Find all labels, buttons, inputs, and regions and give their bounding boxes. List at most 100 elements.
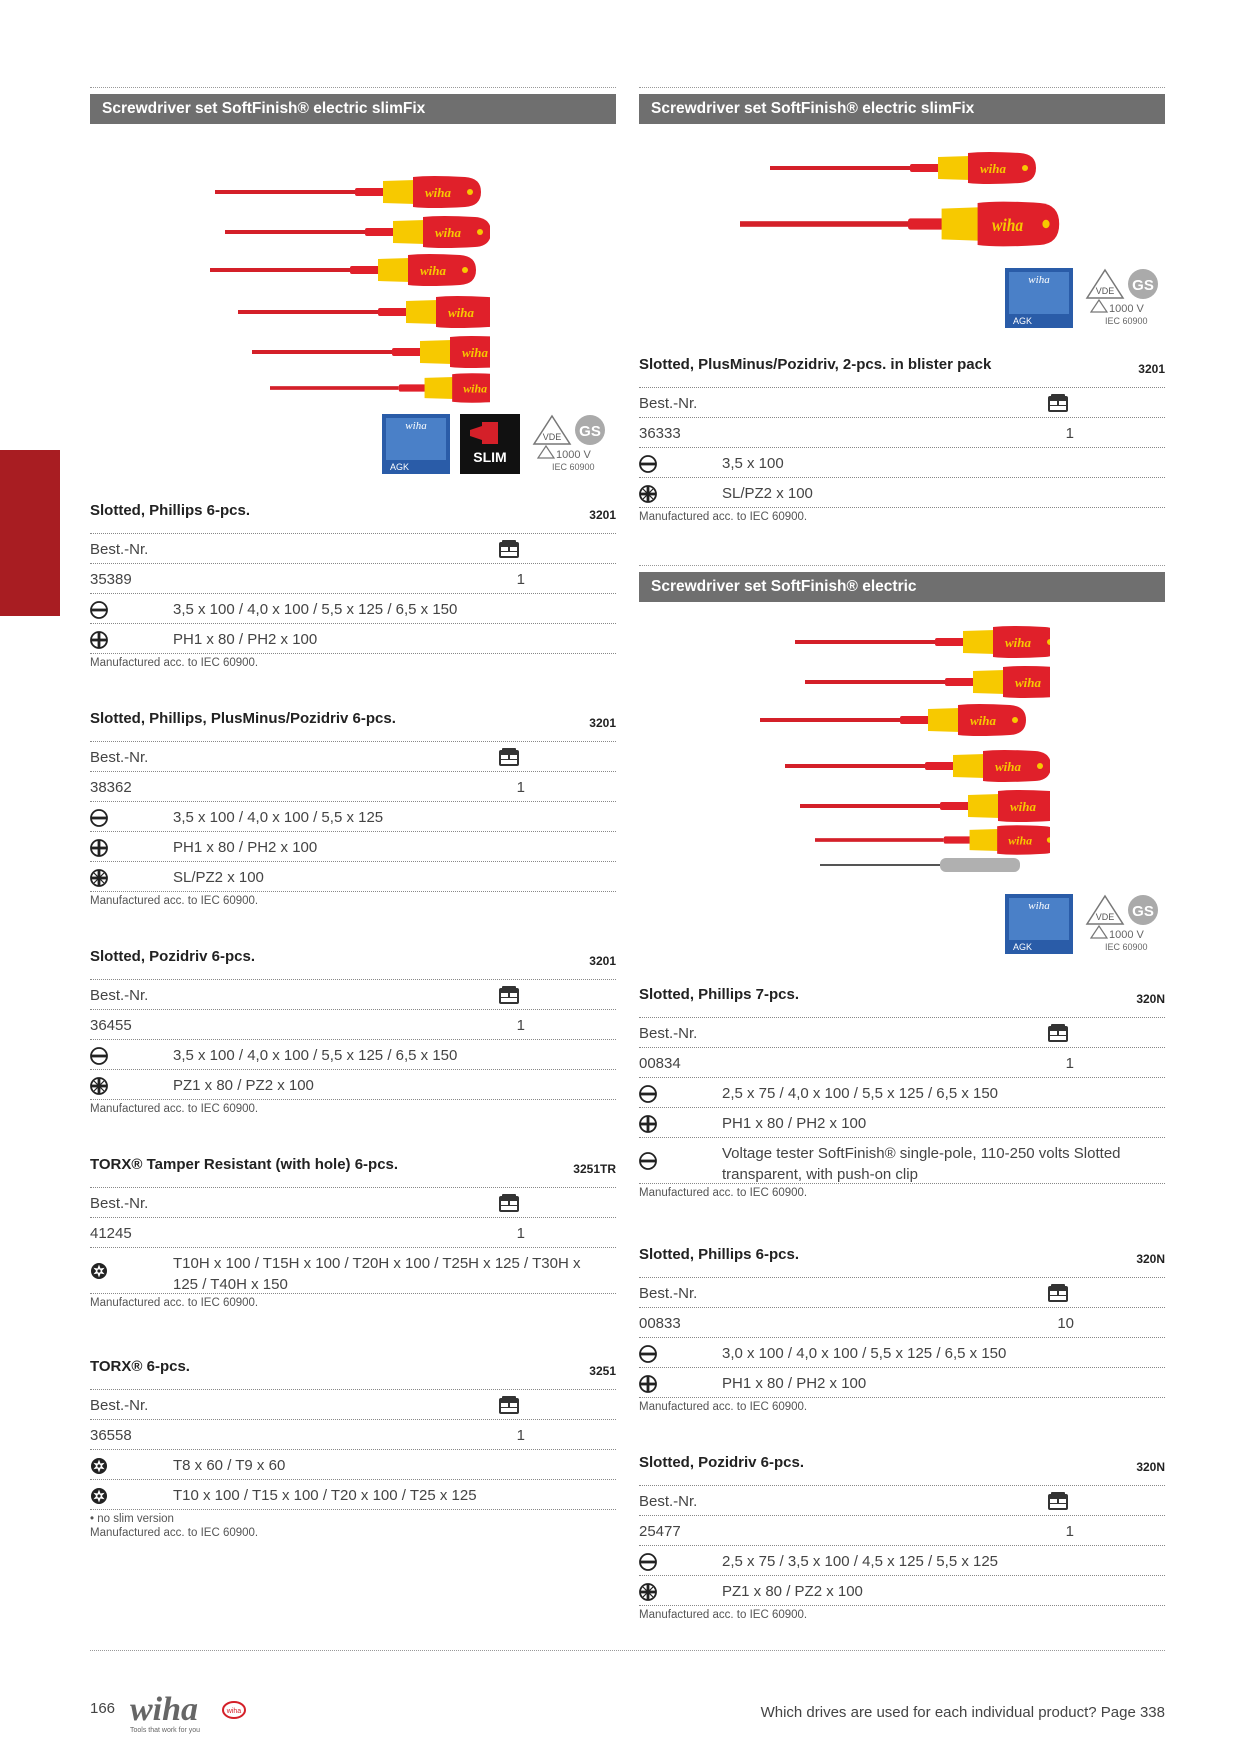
page-footer: 166 wiha wiha Tools that work for you Wh…: [90, 1690, 1165, 1740]
best-nr-label: Best.-Nr.: [90, 1195, 149, 1212]
product-code: 320N: [1136, 992, 1165, 1006]
svg-text:IEC 60900: IEC 60900: [552, 462, 595, 472]
package-quantity: 1: [516, 1225, 525, 1242]
slotted-icon: [90, 809, 108, 827]
spec-phillips: PH1 x 80 / PH2 x 100: [722, 1115, 867, 1132]
chapter-tab: [0, 450, 60, 616]
svg-text:1000 V: 1000 V: [1109, 303, 1145, 315]
svg-text:1000 V: 1000 V: [1109, 929, 1145, 941]
package-icon: [499, 1194, 519, 1212]
footnote: Manufactured acc. to IEC 60900.: [639, 511, 808, 523]
svg-text:AGK: AGK: [1013, 316, 1032, 326]
product-25477: Slotted, Pozidriv 6-pcs. 320N Best.-Nr. …: [639, 1448, 1165, 1622]
spec-slotted: 3,5 x 100 / 4,0 x 100 / 5,5 x 125 / 6,5 …: [173, 1047, 458, 1064]
package-quantity: 1: [1065, 1523, 1074, 1540]
svg-text:IEC 60900: IEC 60900: [1105, 316, 1148, 326]
vde-gs-1000v-badge: VDE GS 1000 V IEC 60900: [1085, 266, 1165, 337]
phillips-icon: [90, 631, 108, 649]
slotted-icon: [639, 1152, 657, 1170]
best-nr-label: Best.-Nr.: [639, 1285, 698, 1302]
plusminus-pozidriv-icon: [90, 869, 108, 887]
page-reference[interactable]: Which drives are used for each individua…: [760, 1704, 1165, 1721]
phillips-icon: [90, 839, 108, 857]
spec-slotted: 2,5 x 75 / 4,0 x 100 / 5,5 x 125 / 6,5 x…: [722, 1085, 999, 1102]
spec-slotted: 3,0 x 100 / 4,0 x 100 / 5,5 x 125 / 6,5 …: [722, 1345, 1007, 1362]
package-icon: [499, 986, 519, 1004]
spec-torx-small: T8 x 60 / T9 x 60: [173, 1457, 286, 1474]
torx-tamper-icon: [91, 1263, 107, 1279]
spec-pozidriv: PZ1 x 80 / PZ2 x 100: [173, 1077, 314, 1094]
vde-gs-1000v-badge: VDE GS 1000 V IEC 60900: [532, 412, 612, 483]
footer-divider: [90, 1650, 1165, 1651]
vde-gs-1000v-badge: VDE GS 1000 V IEC 60900: [1085, 892, 1165, 963]
svg-text:1000 V: 1000 V: [556, 449, 592, 461]
footnote: Manufactured acc. to IEC 60900.: [90, 895, 259, 907]
svg-text:GS: GS: [1132, 277, 1154, 294]
package-quantity: 1: [1065, 1055, 1074, 1072]
slotted-icon: [639, 1553, 657, 1571]
product-image-blister-2pcs: [740, 140, 1070, 265]
spec-phillips: PH1 x 80 / PH2 x 100: [722, 1375, 867, 1392]
section-header-right-bottom: Screwdriver set SoftFinish® electric: [639, 572, 1165, 602]
spec-torx-tamper: T10H x 100 / T15H x 100 / T20H x 100 / T…: [173, 1255, 581, 1293]
svg-text:AGK: AGK: [390, 462, 409, 472]
package-quantity: 1: [516, 779, 525, 796]
slotted-icon: [90, 1047, 108, 1065]
spec-slotted: 3,5 x 100: [722, 455, 784, 472]
product-title: TORX® Tamper Resistant (with hole) 6-pcs…: [90, 1156, 399, 1173]
svg-text:wiha: wiha: [1028, 900, 1050, 912]
package-quantity: 1: [516, 1017, 525, 1034]
spec-voltage-tester: Voltage tester SoftFinish® single-pole, …: [722, 1145, 1121, 1183]
slim-technology-badge: SLIM: [460, 414, 520, 479]
spec-slotted: 3,5 x 100 / 4,0 x 100 / 5,5 x 125: [173, 809, 384, 826]
product-00834: Slotted, Phillips 7-pcs. 320N Best.-Nr. …: [639, 980, 1165, 1200]
package-icon: [499, 1396, 519, 1414]
order-number: 38362: [90, 779, 132, 796]
order-number: 00834: [639, 1055, 681, 1072]
package-quantity: 10: [1057, 1315, 1074, 1332]
product-code: 3201: [589, 716, 616, 730]
product-36455: Slotted, Pozidriv 6-pcs. 3201 Best.-Nr. …: [90, 942, 616, 1116]
product-title: Slotted, Phillips 7-pcs.: [639, 986, 800, 1003]
product-36333: Slotted, PlusMinus/Pozidriv, 2-pcs. in b…: [639, 350, 1165, 524]
spec-torx: T10 x 100 / T15 x 100 / T20 x 100 / T25 …: [173, 1487, 477, 1504]
svg-text:IEC 60900: IEC 60900: [1105, 942, 1148, 952]
footnote: Manufactured acc. to IEC 60900.: [639, 1187, 808, 1199]
svg-text:wiha: wiha: [1028, 274, 1050, 286]
svg-text:VDE: VDE: [543, 432, 562, 442]
spec-plusminus: SL/PZ2 x 100: [722, 485, 813, 502]
slotted-icon: [639, 455, 657, 473]
product-title: TORX® 6-pcs.: [90, 1358, 190, 1375]
footnote: Manufactured acc. to IEC 60900.: [639, 1401, 808, 1413]
phillips-icon: [639, 1375, 657, 1393]
product-38362: Slotted, Phillips, PlusMinus/Pozidriv 6-…: [90, 704, 616, 908]
package-icon: [1048, 1024, 1068, 1042]
footnote: Manufactured acc. to IEC 60900.: [639, 1609, 808, 1621]
package-quantity: 1: [516, 571, 525, 588]
order-number: 41245: [90, 1225, 132, 1242]
footnote: Manufactured acc. to IEC 60900.: [90, 1297, 259, 1309]
package-icon: [1048, 1284, 1068, 1302]
product-code: 3201: [1138, 362, 1165, 376]
spec-plusminus: SL/PZ2 x 100: [173, 869, 264, 886]
spec-slotted: 2,5 x 75 / 3,5 x 100 / 4,5 x 125 / 5,5 x…: [722, 1553, 999, 1570]
svg-text:GS: GS: [579, 423, 601, 440]
order-number: 25477: [639, 1523, 681, 1540]
product-image-screwdriver-set-6: [210, 160, 518, 415]
best-nr-label: Best.-Nr.: [90, 541, 149, 558]
product-title: Slotted, Phillips 6-pcs.: [90, 502, 251, 519]
svg-text:Tools that work for you: Tools that work for you: [130, 1727, 200, 1734]
svg-text:SLIM: SLIM: [473, 449, 506, 465]
order-number: 36558: [90, 1427, 132, 1444]
package-icon: [1048, 1492, 1068, 1510]
package-quantity: 1: [516, 1427, 525, 1444]
svg-text:VDE: VDE: [1096, 286, 1115, 296]
note-no-slim: • no slim version: [90, 1513, 174, 1525]
right-bottom-section: Screwdriver set SoftFinish® electric: [639, 565, 1165, 602]
section-header-right-top: Screwdriver set SoftFinish® electric sli…: [639, 94, 1165, 124]
product-code: 320N: [1136, 1252, 1165, 1266]
